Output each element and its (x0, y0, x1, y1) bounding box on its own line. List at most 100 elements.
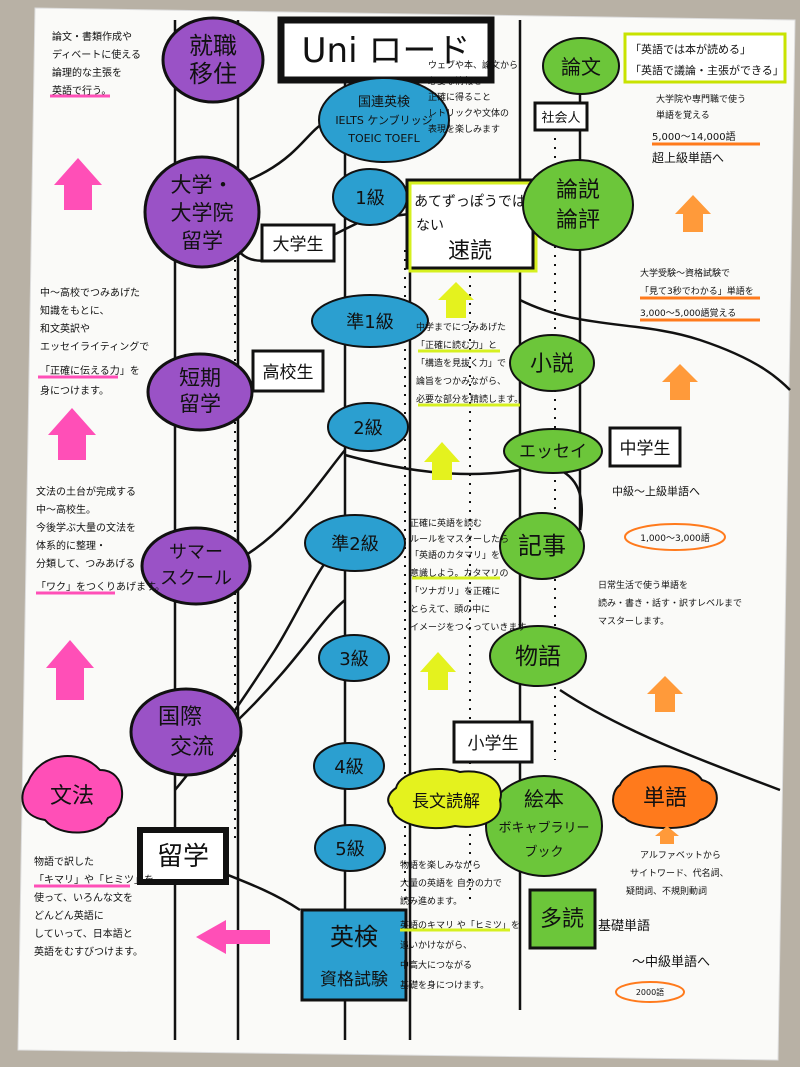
svg-text:高校生: 高校生 (263, 363, 314, 383)
green-node-ronbun: 論文 (542, 37, 620, 95)
svg-text:アルファベットから: アルファベットから (640, 850, 721, 861)
svg-text:大学生: 大学生 (273, 235, 324, 255)
green-box-tadoku: 多読 (528, 888, 597, 950)
svg-text:文法: 文法 (50, 784, 94, 809)
svg-text:大学受験〜資格試験で: 大学受験〜資格試験で (640, 267, 730, 279)
center-note-low: 正確に英語を読む ルールをマスターしたら 「英語のカタマリ」を 意識しよう。カタ… (410, 517, 526, 633)
svg-text:IELTS ケンブリッジ: IELTS ケンブリッジ (335, 113, 432, 127)
level-label-shakaijin: 社会人 (533, 101, 589, 132)
word-badge: 単語 (612, 765, 718, 829)
svg-text:ディベートに使える: ディベートに使える (52, 48, 141, 61)
green-node-ehon: 絵本 ボキャブラリー ブック (485, 775, 603, 877)
svg-text:和文英訳や: 和文英訳や (40, 322, 90, 335)
svg-text:正確に英語を読む: 正確に英語を読む (410, 517, 482, 529)
svg-text:小学生: 小学生 (468, 734, 519, 754)
svg-text:超上級単語へ: 超上級単語へ (652, 150, 724, 165)
svg-text:交流: 交流 (170, 735, 214, 760)
blue-box-eiken: 英検 資格試験 (300, 908, 408, 1002)
svg-text:留学: 留学 (181, 229, 223, 253)
svg-text:ブック: ブック (524, 844, 563, 860)
svg-text:多読: 多読 (540, 907, 584, 932)
right-note-mid: 大学受験〜資格試験で 「見て3秒でわかる」単語を 3,000〜5,000語覚える (640, 267, 754, 319)
grammar-badge: 文法 (21, 755, 123, 834)
svg-text:2000語: 2000語 (636, 987, 664, 997)
svg-text:レトリックや文体の: レトリックや文体の (428, 107, 509, 119)
blue-node-5kyu: 5級 (314, 824, 386, 872)
svg-text:物語で訳した: 物語で訳した (34, 855, 94, 868)
level-label-shogakusei: 小学生 (452, 720, 534, 764)
svg-text:単語: 単語 (643, 786, 687, 811)
right-note-chu: 中級〜上級単語へ 1,000〜3,000語 (612, 484, 726, 551)
svg-text:文法の土台が完成する: 文法の土台が完成する (36, 485, 136, 498)
svg-text:「英語のカタマリ」を: 「英語のカタマリ」を (410, 549, 500, 561)
svg-text:1級: 1級 (355, 188, 384, 209)
blue-node-2kyu: 2級 (327, 402, 409, 452)
level-label-kokosei: 高校生 (251, 349, 325, 393)
svg-text:長文読解: 長文読解 (412, 792, 480, 812)
purple-node-kokusai: 国際 交流 (129, 687, 243, 777)
svg-text:資格試験: 資格試験 (320, 970, 388, 990)
green-node-ronsetsu: 論説 論評 (522, 159, 634, 251)
svg-text:ない: ない (416, 218, 444, 234)
svg-text:サイトワード、代名詞、: サイトワード、代名詞、 (630, 867, 729, 879)
long-reading-badge: 長文読解 (387, 768, 502, 830)
svg-text:短期: 短期 (179, 366, 221, 390)
svg-text:スクール: スクール (160, 568, 232, 589)
svg-text:体系的に整理・: 体系的に整理・ (36, 539, 106, 552)
center-note-bottom: 物語を楽しみながら 大量の英語を 自分の力で 読み進めます。 英語のキマリ や「… (400, 859, 520, 991)
svg-text:「正確に読む力」と: 「正確に読む力」と (416, 339, 497, 351)
center-box-sokudoku: あてずっぽうでは ない 速読 (405, 178, 538, 273)
svg-text:「正確に伝える力」を: 「正確に伝える力」を (40, 364, 140, 377)
ryugaku-box: 留学 (137, 827, 229, 885)
svg-text:中級〜上級単語へ: 中級〜上級単語へ (612, 484, 700, 498)
svg-text:国連英検: 国連英検 (358, 95, 410, 110)
svg-text:留学: 留学 (157, 842, 209, 872)
left-note-mid: 中〜高校でつみあげた 知識をもとに、 和文英訳や エッセイライティングで 「正確… (40, 286, 149, 397)
svg-text:国際: 国際 (158, 705, 202, 730)
svg-text:「ワク」をつくりあげます。: 「ワク」をつくりあげます。 (36, 581, 165, 593)
svg-text:身につけます。: 身につけます。 (40, 384, 109, 397)
svg-text:ルールをマスターしたら: ルールをマスターしたら (410, 534, 509, 545)
svg-text:エッセイ: エッセイ (519, 442, 587, 462)
svg-text:基礎単語: 基礎単語 (598, 918, 650, 934)
svg-text:中高大につながる: 中高大につながる (400, 959, 472, 971)
pink-arrows (46, 158, 270, 954)
top-right-note: 「英語では本が読める」 「英語で議論・主張ができる」 (623, 32, 787, 84)
svg-text:サマー: サマー (169, 542, 223, 563)
right-note-alpha: アルファベットから サイトワード、代名詞、 疑問詞、不規則動詞 基礎単語 〜中級… (598, 850, 729, 1003)
blue-node-1kyu: 1級 (332, 168, 408, 226)
blue-node-kokuren: 国連英検 IELTS ケンブリッジ TOEIC TOEFL (318, 77, 450, 163)
svg-text:大学院: 大学院 (171, 201, 234, 225)
purple-node-tanki: 短期 留学 (146, 352, 254, 432)
svg-text:どんどん英語に: どんどん英語に (34, 909, 104, 922)
svg-text:疑問詞、不規則動詞: 疑問詞、不規則動詞 (626, 885, 707, 897)
svg-text:物語: 物語 (515, 644, 561, 670)
svg-text:使って、いろんな文を: 使って、いろんな文を (34, 891, 133, 904)
svg-text:小説: 小説 (530, 352, 574, 377)
svg-text:ウェブや本、論文から: ウェブや本、論文から (428, 59, 518, 71)
yellow-arrows (420, 282, 474, 690)
svg-text:読み進めます。: 読み進めます。 (400, 895, 462, 907)
blue-node-jun1kyu: 準1級 (311, 294, 429, 348)
svg-text:ボキャブラリー: ボキャブラリー (498, 820, 589, 836)
right-note-daily: 日常生活で使う単語を 読み・書き・話す・訳すレベルまで マスターします。 (598, 579, 742, 627)
svg-text:日常生活で使う単語を: 日常生活で使う単語を (598, 579, 688, 591)
svg-text:社会人: 社会人 (541, 110, 580, 126)
svg-text:「キマリ」や「ヒミツ」を: 「キマリ」や「ヒミツ」を (34, 874, 154, 886)
svg-text:分類して、つみあげる: 分類して、つみあげる (36, 558, 135, 570)
left-note-top: 論文・書類作成や ディベートに使える 論理的な主張を 英語で行う。 (52, 30, 141, 97)
svg-text:単語を覚える: 単語を覚える (656, 109, 710, 121)
svg-text:2級: 2級 (353, 418, 382, 439)
svg-text:TOEIC TOEFL: TOEIC TOEFL (347, 132, 420, 145)
top-right-note-line1: 「英語では本が読める」 (630, 42, 751, 56)
center-note-mid: 中学までにつみあげた 「正確に読む力」と 「構造を見抜く力」で 論旨をつかみなが… (416, 321, 523, 405)
title-box: Uni ロード (277, 16, 495, 84)
svg-text:5,000〜14,000語: 5,000〜14,000語 (652, 130, 736, 143)
svg-text:移住: 移住 (189, 60, 237, 88)
title-text: Uni ロード (302, 31, 471, 71)
svg-text:「見て3秒でわかる」単語を: 「見て3秒でわかる」単語を (640, 285, 754, 297)
svg-text:就職: 就職 (189, 32, 237, 60)
svg-text:中学までにつみあげた: 中学までにつみあげた (416, 321, 506, 333)
blue-node-4kyu: 4級 (313, 742, 385, 790)
svg-text:〜中級単語へ: 〜中級単語へ (632, 954, 710, 970)
